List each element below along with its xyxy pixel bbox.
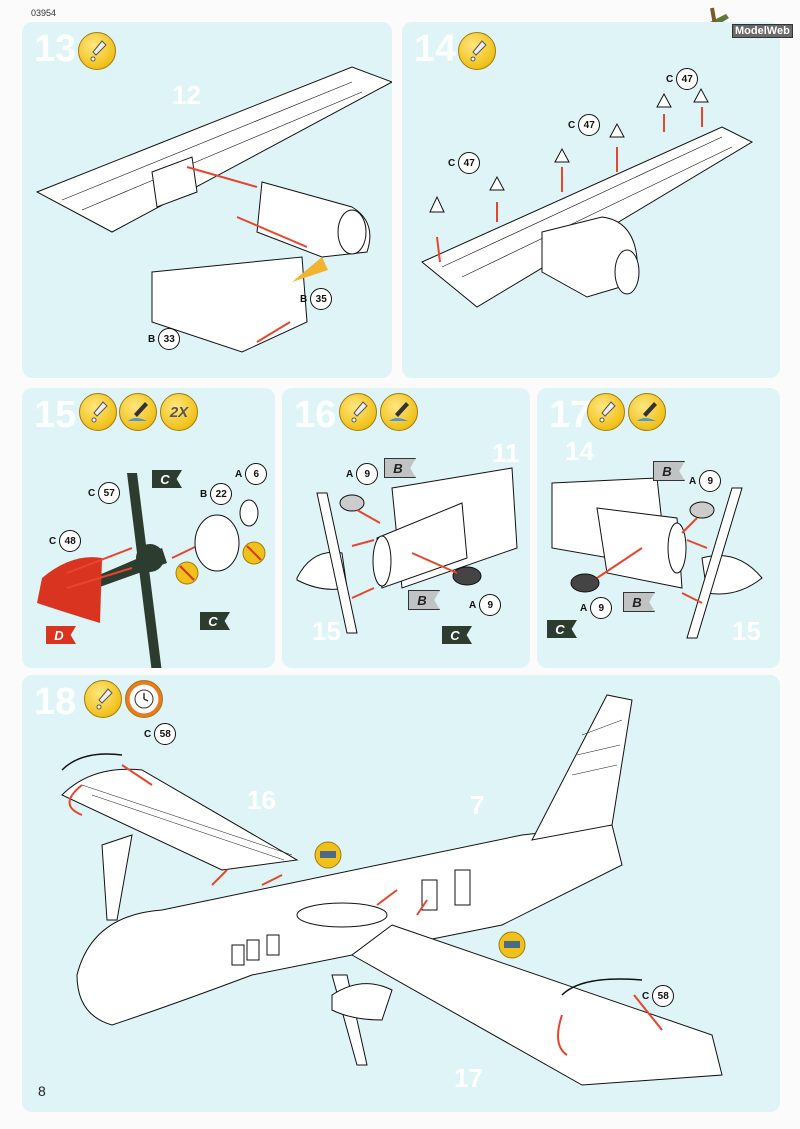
paint-icon — [119, 393, 157, 431]
color-flag-b: B — [408, 590, 440, 610]
ref-step-11: 11 — [492, 438, 520, 468]
aircraft-drawing — [61, 694, 723, 1086]
ref-step-7: 7 — [470, 790, 485, 820]
propeller-drawing — [37, 473, 266, 668]
page-number: 8 — [38, 1083, 46, 1099]
tape-icon — [498, 931, 526, 959]
glue-icon — [587, 393, 625, 431]
color-flag-c: C — [200, 612, 230, 630]
tape-icon — [314, 841, 342, 869]
color-flag-b: B — [384, 458, 416, 478]
wing-drawing — [421, 87, 754, 308]
multiplier-badge: 2X — [160, 393, 198, 431]
step-number: 13 — [34, 28, 77, 70]
color-flag-b: B — [623, 592, 655, 612]
color-flag-d: D — [46, 626, 76, 644]
color-flag-c: C — [152, 470, 182, 488]
glue-icon — [79, 393, 117, 431]
kit-code: 03954 — [31, 8, 57, 18]
ref-step-15: 15 — [732, 616, 761, 646]
clock-icon — [125, 680, 163, 718]
step-number: 14 — [414, 28, 457, 70]
ref-step-17: 17 — [454, 1063, 483, 1093]
step-number: 18 — [34, 681, 77, 723]
wing-nacelle-drawing — [35, 66, 392, 353]
color-flag-c: C — [442, 626, 472, 644]
paint-icon — [628, 393, 666, 431]
step-number: 17 — [549, 394, 592, 436]
step-number: 16 — [294, 394, 337, 436]
nacelle-assembly-drawing — [296, 467, 518, 634]
ref-step-16: 16 — [247, 785, 276, 815]
logo-text: ModelWeb — [732, 24, 793, 38]
paint-icon — [380, 393, 418, 431]
color-flag-c: C — [547, 620, 577, 638]
ref-step-15: 15 — [312, 616, 341, 646]
glue-icon — [339, 393, 377, 431]
glue-icon — [78, 32, 116, 70]
ref-step-12: 12 — [172, 80, 201, 110]
glue-icon — [458, 32, 496, 70]
nacelle-assembly-drawing — [551, 477, 763, 639]
ref-step-14: 14 — [565, 436, 594, 466]
step-number: 15 — [34, 394, 77, 436]
glue-icon — [84, 680, 122, 718]
